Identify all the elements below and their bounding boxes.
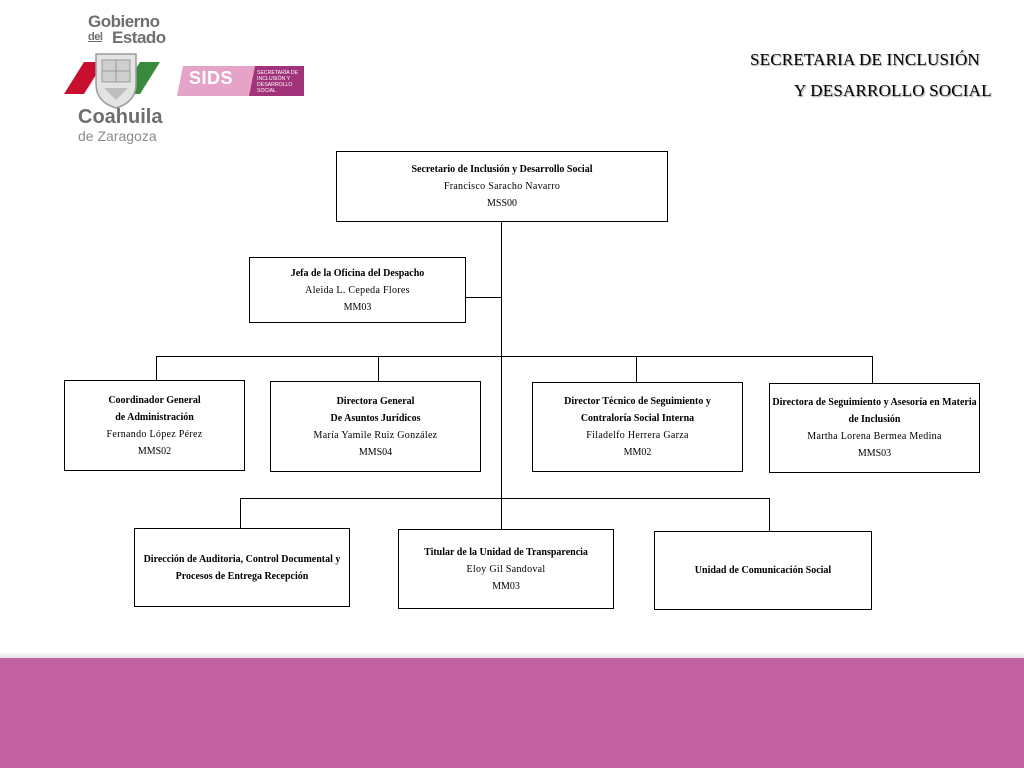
logo-gobierno-text: Gobierno: [88, 12, 160, 31]
auditoria-title-1: Dirección de Auditoria, Control Document…: [143, 553, 341, 565]
sids-label: SIDS: [189, 68, 234, 88]
asesoria-title-1: Directora de Seguimiento y Asesoría en M…: [772, 397, 977, 408]
coordinador-title-1: Coordinador General: [108, 394, 201, 406]
org-box-tecnico: Director Técnico de Seguimiento y Contra…: [532, 382, 743, 472]
secretario-code: MSS00: [486, 198, 517, 209]
tecnico-code: MM02: [623, 447, 652, 458]
transparencia-title: Titular de la Unidad de Transparencia: [424, 546, 588, 558]
tecnico-name: Filadelfo Herrera Garza: [586, 430, 689, 441]
level-3-horizontal-line: [240, 498, 770, 499]
jefa-title: Jefa de la Oficina del Despacho: [290, 267, 425, 279]
footer-accent-band: [0, 658, 1024, 768]
auditoria-title-2: Procesos de Entrega Recepción: [175, 570, 309, 582]
coahuila-sids-logo: Gobierno del Estado SIDS SECRETARÍA DE I…: [60, 12, 310, 152]
connector-auditoria: [240, 498, 241, 528]
org-box-secretario: Secretario de Inclusión y Desarrollo Soc…: [336, 151, 668, 222]
juridicos-title-1: Directora General: [336, 395, 415, 407]
page-title-line-1: SECRETARIA DE INCLUSIÓN: [750, 50, 980, 69]
asesoria-title-2: de Inclusión: [848, 414, 901, 425]
coordinador-title-2: de Administración: [115, 411, 194, 423]
level-2-horizontal-line: [156, 356, 873, 357]
juridicos-code: MMS04: [358, 446, 393, 458]
juridicos-name: María Yamile Ruiz González: [313, 429, 438, 441]
sids-badge-background: [177, 66, 304, 96]
org-box-transparencia: Titular de la Unidad de Transparencia El…: [398, 529, 614, 609]
band-shadow: [0, 652, 1024, 660]
coordinador-code: MMS02: [137, 445, 172, 457]
org-box-comunicacion: Unidad de Comunicación Social: [654, 531, 872, 610]
page-title-line-2: Y DESARROLLO SOCIAL: [794, 81, 992, 100]
comunicacion-title: Unidad de Comunicación Social: [694, 565, 832, 576]
org-box-juridicos: Directora General De Asuntos Jurídicos M…: [270, 381, 481, 472]
asesoria-code: MMS03: [857, 448, 892, 459]
flag-shield-icon: [64, 53, 160, 109]
org-box-auditoria: Dirección de Auditoria, Control Document…: [134, 528, 350, 607]
logo-estado-text: Estado: [112, 28, 166, 47]
sids-sublabel: SECRETARÍA DE INCLUSIÓN Y DESARROLLO SOC…: [257, 70, 299, 94]
coordinador-name: Fernando López Pérez: [106, 428, 203, 440]
main-trunk-line: [501, 222, 502, 499]
sids-badge: SIDS SECRETARÍA DE INCLUSIÓN Y DESARROLL…: [177, 66, 304, 96]
logo-coahuila-text: Coahuila: [78, 106, 163, 128]
connector-comunicacion: [769, 498, 770, 531]
connector-tecnico: [636, 356, 637, 382]
org-box-coordinador: Coordinador General de Administración Fe…: [64, 380, 245, 471]
tecnico-title-1: Director Técnico de Seguimiento y: [564, 396, 711, 407]
jefa-connector-line: [466, 297, 502, 298]
org-box-asesoria: Directora de Seguimiento y Asesoría en M…: [769, 383, 980, 473]
secretario-name: Francisco Saracho Navarro: [443, 181, 561, 192]
connector-coordinador: [156, 356, 157, 381]
connector-juridicos: [378, 356, 379, 381]
connector-asesoria: [872, 356, 873, 383]
transparencia-name: Eloy Gil Sandoval: [466, 563, 546, 575]
juridicos-title-2: De Asuntos Jurídicos: [330, 412, 421, 424]
asesoria-name: Martha Lorena Bermea Medina: [807, 431, 942, 442]
connector-transparencia: [501, 498, 502, 529]
jefa-name: Aleida L. Cepeda Flores: [305, 284, 410, 296]
jefa-code: MM03: [343, 301, 372, 313]
org-box-jefa-oficina: Jefa de la Oficina del Despacho Aleida L…: [249, 257, 466, 323]
logo-zaragoza-text: de Zaragoza: [78, 128, 157, 144]
transparencia-code: MM03: [492, 580, 520, 592]
tecnico-title-2: Contraloría Social Interna: [580, 413, 695, 424]
logo-del-text: del: [88, 31, 103, 43]
secretario-title: Secretario de Inclusión y Desarrollo Soc…: [411, 164, 593, 175]
